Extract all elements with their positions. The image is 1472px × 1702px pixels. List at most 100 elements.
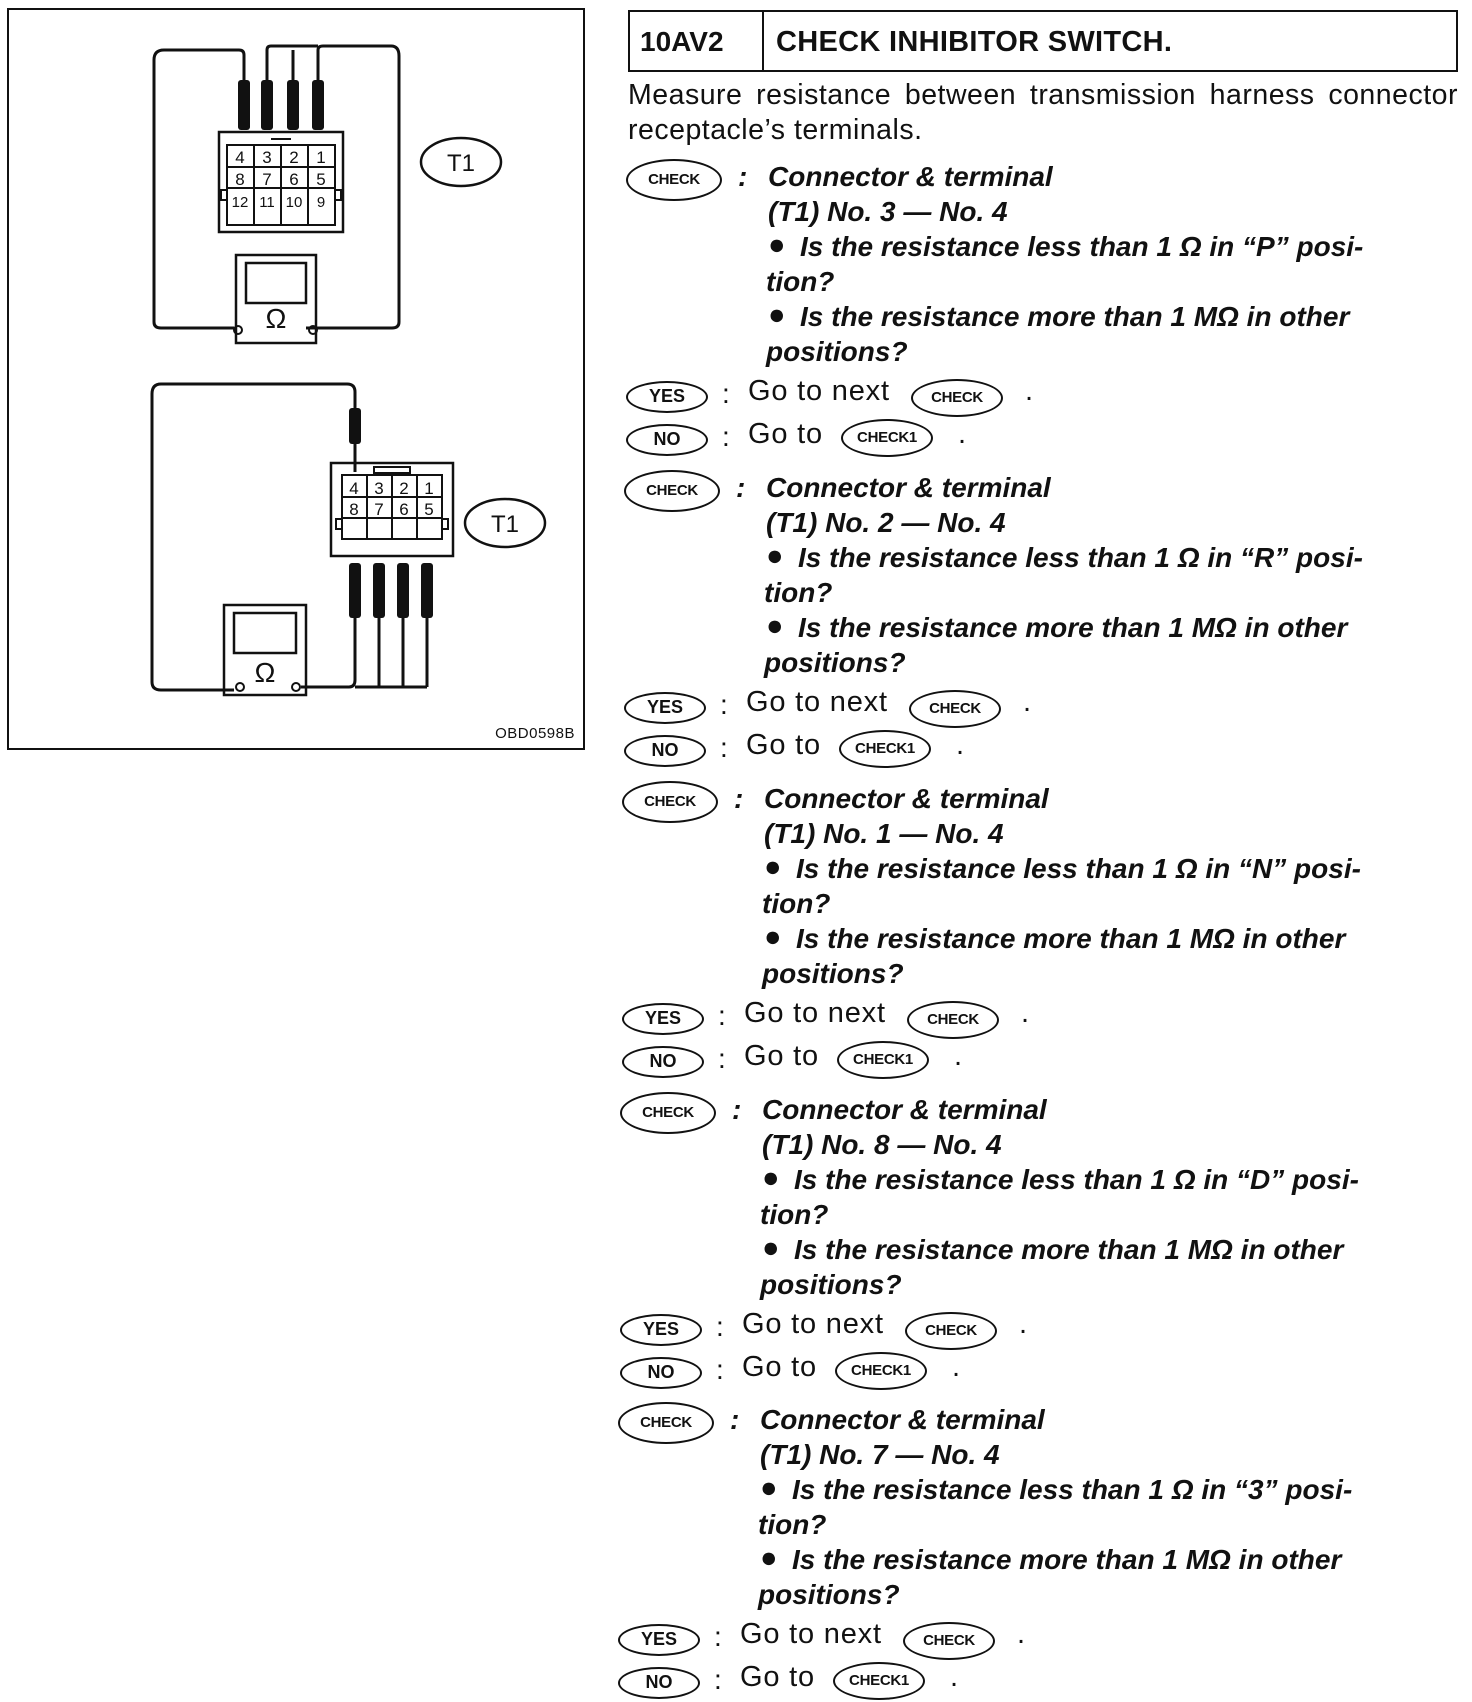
check-colon: :	[734, 783, 744, 814]
check-badge: CHECK	[624, 470, 720, 512]
bullet-icon: ●	[766, 610, 784, 642]
top-t1-label: T1	[447, 150, 475, 177]
bottom-pin-label: 7	[374, 500, 383, 519]
next-check-badge: CHECK	[911, 379, 1003, 417]
bullet-icon: ●	[766, 540, 784, 572]
period: .	[1023, 686, 1032, 718]
top-pin-label: 11	[259, 194, 275, 211]
go-to-text: Go to	[742, 1351, 817, 1383]
question-less-line2: tion?	[766, 266, 835, 297]
top-pin-label: 5	[316, 170, 325, 189]
bullet-icon: ●	[760, 1472, 778, 1504]
yes-colon: :	[716, 1311, 724, 1342]
next-check-badge: CHECK	[903, 1622, 995, 1660]
next-check-badge: CHECK	[907, 1001, 999, 1039]
no-colon: :	[718, 1043, 726, 1074]
check-colon: :	[730, 1404, 740, 1435]
yes-colon: :	[714, 1621, 722, 1652]
bullet-icon: ●	[762, 1232, 780, 1264]
go-to-next-text: Go to next	[740, 1618, 882, 1650]
period: .	[1017, 1618, 1026, 1650]
check-title: Connector & terminal	[760, 1404, 1045, 1435]
top-pin-label: 10	[286, 194, 303, 211]
bottom-ohmmeter	[222, 603, 308, 697]
bottom-left-lead	[150, 382, 357, 692]
question-more-line1: Is the resistance more than 1 MΩ in othe…	[794, 1234, 1344, 1265]
no-colon: :	[720, 732, 728, 763]
bottom-pin-label: 3	[374, 479, 383, 498]
bottom-pin-label: 5	[424, 500, 433, 519]
no-badge: NO	[626, 424, 708, 456]
period: .	[954, 1040, 963, 1072]
check-colon: :	[736, 472, 746, 503]
period: .	[958, 418, 967, 450]
check1-badge: CHECK1	[839, 730, 931, 768]
no-badge: NO	[622, 1046, 704, 1078]
top-right-lead	[306, 44, 401, 330]
bottom-pin-label: 8	[349, 500, 358, 519]
question-more-line2: positions?	[762, 958, 904, 989]
bullet-icon: ●	[768, 299, 786, 331]
question-more-line1: Is the resistance more than 1 MΩ in othe…	[798, 612, 1348, 643]
bullet-icon: ●	[762, 1162, 780, 1194]
question-more-line1: Is the resistance more than 1 MΩ in othe…	[792, 1544, 1342, 1575]
top-pin-label: 4	[235, 148, 244, 167]
top-ohm-symbol: Ω	[266, 303, 287, 334]
bottom-t1-label: T1	[491, 511, 519, 538]
figure-code: OBD0598B	[495, 725, 575, 742]
no-badge: NO	[618, 1667, 700, 1699]
step-title: CHECK INHIBITOR SWITCH.	[776, 26, 1173, 58]
check-title: Connector & terminal	[762, 1094, 1047, 1125]
top-pin-label: 8	[235, 170, 244, 189]
check-title: Connector & terminal	[768, 161, 1053, 192]
check-title: Connector & terminal	[764, 783, 1049, 814]
go-to-next-text: Go to next	[744, 997, 886, 1029]
top-pin-label: 6	[289, 170, 298, 189]
question-less-line1: Is the resistance less than 1 Ω in “P” p…	[800, 231, 1364, 262]
question-more-line2: positions?	[760, 1269, 902, 1300]
period: .	[950, 1661, 959, 1693]
no-badge: NO	[624, 735, 706, 767]
check-badge: CHECK	[620, 1092, 716, 1134]
bullet-icon: ●	[764, 921, 782, 953]
yes-badge: YES	[626, 381, 708, 413]
check-terminals: (T1) No. 2 — No. 4	[766, 507, 1006, 538]
go-to-next-text: Go to next	[746, 686, 888, 718]
top-pin-label: 1	[316, 148, 325, 167]
check-badge: CHECK	[622, 781, 718, 823]
next-check-badge: CHECK	[909, 690, 1001, 728]
bottom-ohm-symbol: Ω	[255, 657, 276, 688]
check-terminals: (T1) No. 8 — No. 4	[762, 1129, 1002, 1160]
top-pin-label: 2	[289, 148, 298, 167]
intro-text: Measure resistance between transmission …	[628, 79, 1458, 146]
question-more-line2: positions?	[758, 1579, 900, 1610]
top-pin-label: 3	[262, 148, 271, 167]
check-terminals: (T1) No. 3 — No. 4	[768, 196, 1008, 227]
check1-badge: CHECK1	[833, 1662, 925, 1700]
question-more-line1: Is the resistance more than 1 MΩ in othe…	[796, 923, 1346, 954]
yes-badge: YES	[618, 1624, 700, 1656]
yes-badge: YES	[620, 1314, 702, 1346]
check-colon: :	[738, 161, 748, 192]
question-more-line2: positions?	[764, 647, 906, 678]
go-to-next-text: Go to next	[742, 1308, 884, 1340]
next-check-badge: CHECK	[905, 1312, 997, 1350]
go-to-text: Go to	[746, 729, 821, 761]
yes-badge: YES	[624, 692, 706, 724]
check1-badge: CHECK1	[835, 1352, 927, 1390]
top-t1-bubble	[419, 136, 503, 188]
question-more-line1: Is the resistance more than 1 MΩ in othe…	[800, 301, 1350, 332]
yes-colon: :	[718, 1000, 726, 1031]
no-colon: :	[714, 1664, 722, 1695]
check-title: Connector & terminal	[766, 472, 1051, 503]
top-pin-label: 12	[232, 194, 249, 211]
top-connector	[217, 130, 345, 234]
yes-badge: YES	[622, 1003, 704, 1035]
check1-badge: CHECK1	[841, 419, 933, 457]
bottom-connector	[329, 461, 455, 558]
wiring-diagram: 4 3 2 1 8 7 6 5 12 11 10 9 4 3 2 1 8 7 6…	[7, 8, 585, 750]
step-header: 10AV2 CHECK INHIBITOR SWITCH.	[628, 10, 1458, 72]
question-less-line1: Is the resistance less than 1 Ω in “R” p…	[798, 542, 1363, 573]
top-ohmmeter	[234, 253, 318, 345]
go-to-text: Go to	[748, 418, 823, 450]
